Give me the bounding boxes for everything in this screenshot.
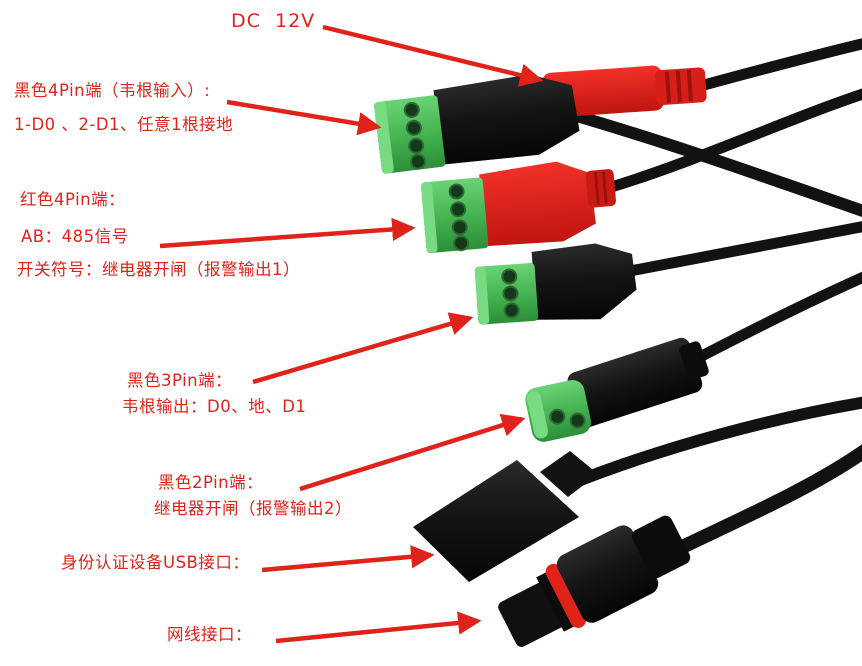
black-4pin-connector [374, 74, 580, 174]
label-black-2pin-title: 黑色2Pin端： [158, 473, 264, 492]
arrow-black-3pin [252, 312, 474, 385]
callout-arrows [159, 24, 544, 644]
label-black-4pin-title: 黑色4Pin端（韦根输入）: [14, 81, 211, 100]
label-black-3pin-title: 黑色3Pin端： [127, 371, 233, 390]
red-4pin-cable [602, 88, 862, 194]
usb-connector [413, 451, 598, 582]
red-4pin-connector [421, 161, 617, 253]
label-black-3pin-desc: 韦根输出：D0、地、D1 [122, 397, 307, 416]
label-dc-12v: DC 12V [231, 10, 316, 32]
black-4pin-cable [564, 108, 862, 217]
arrow-dc [322, 24, 544, 87]
black-3pin-cable [624, 221, 862, 277]
dc-cable [694, 38, 862, 92]
label-usb: 身份认证设备USB接口： [61, 553, 250, 572]
usb-cable [572, 396, 862, 487]
arrow-network [275, 611, 482, 644]
arrow-black-4pin [226, 99, 382, 136]
label-black-4pin-desc: 1-D0 、2-D1、任意1根接地 [14, 115, 234, 134]
green-terminal-4pin [421, 177, 489, 253]
label-red-4pin-title: 红色4Pin端： [20, 190, 126, 209]
label-black-2pin-desc: 继电器开闸（报警输出2） [154, 499, 352, 518]
ethernet-connector [498, 515, 691, 647]
black-2pin-cable [692, 271, 862, 364]
green-terminal-2pin [525, 380, 591, 442]
label-red-4pin-switch: 开关符号：继电器开闸（报警输出1） [17, 260, 300, 279]
cables [564, 38, 862, 559]
black-3pin-connector [474, 243, 637, 325]
arrow-red-4pin [159, 217, 416, 249]
arrow-black-2pin [299, 413, 526, 492]
ethernet-cable [665, 444, 862, 559]
black-2pin-connector [525, 337, 709, 442]
green-terminal-3pin [474, 263, 539, 325]
label-network: 网线接口： [167, 625, 252, 644]
green-terminal-4pin [374, 95, 446, 174]
arrow-usb [261, 545, 435, 573]
label-red-4pin-ab: AB：485信号 [21, 227, 129, 246]
